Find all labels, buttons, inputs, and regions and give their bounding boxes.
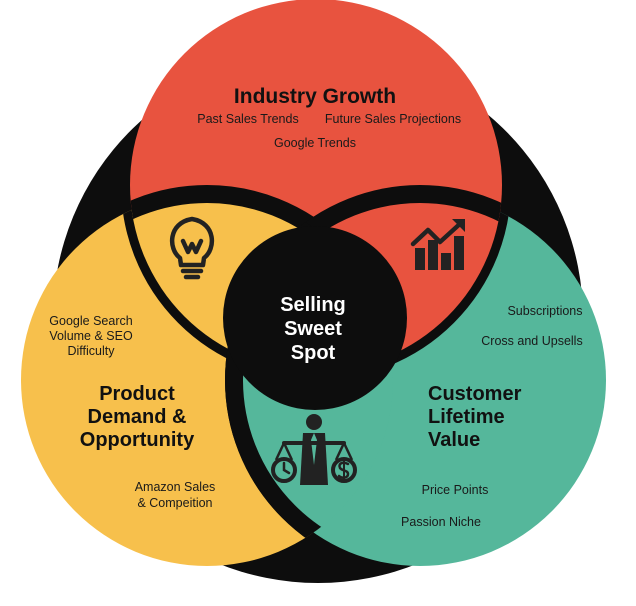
- left-item-amazon-1: Amazon Sales: [135, 480, 216, 494]
- customer-value-title-line2: Lifetime: [428, 406, 505, 428]
- sweet-spot-line2: Sweet: [284, 318, 342, 340]
- sweet-spot-circle: [223, 226, 407, 410]
- right-item-cross-upsells: Cross and Upsells: [481, 334, 582, 348]
- industry-growth-title: Industry Growth: [234, 85, 396, 108]
- right-item-price-points: Price Points: [422, 483, 489, 497]
- sweet-spot-line1: Selling: [280, 294, 346, 316]
- product-demand-title-line3: Opportunity: [80, 429, 195, 451]
- balance-money-time-icon: [271, 414, 357, 485]
- right-item-subscriptions: Subscriptions: [507, 304, 582, 318]
- customer-value-title-line3: Value: [428, 429, 480, 451]
- sweet-spot-line3: Spot: [291, 342, 336, 364]
- growth-chart-icon: [410, 219, 465, 270]
- product-demand-title-line1: Product: [99, 383, 175, 405]
- left-item-1: Volume & SEO: [49, 329, 133, 343]
- product-demand-title-line2: Demand &: [88, 406, 187, 428]
- customer-value-title-line1: Customer: [428, 383, 522, 405]
- top-item-future-sales: Future Sales Projections: [325, 112, 461, 126]
- top-item-past-sales: Past Sales Trends: [197, 112, 298, 126]
- left-item-2: Difficulty: [67, 344, 115, 358]
- right-item-passion-niche: Passion Niche: [401, 515, 481, 529]
- left-item-amazon-2: & Compeition: [137, 496, 212, 510]
- top-item-google-trends: Google Trends: [274, 136, 356, 150]
- left-item-0: Google Search: [49, 314, 132, 328]
- lightbulb-icon: [169, 216, 215, 280]
